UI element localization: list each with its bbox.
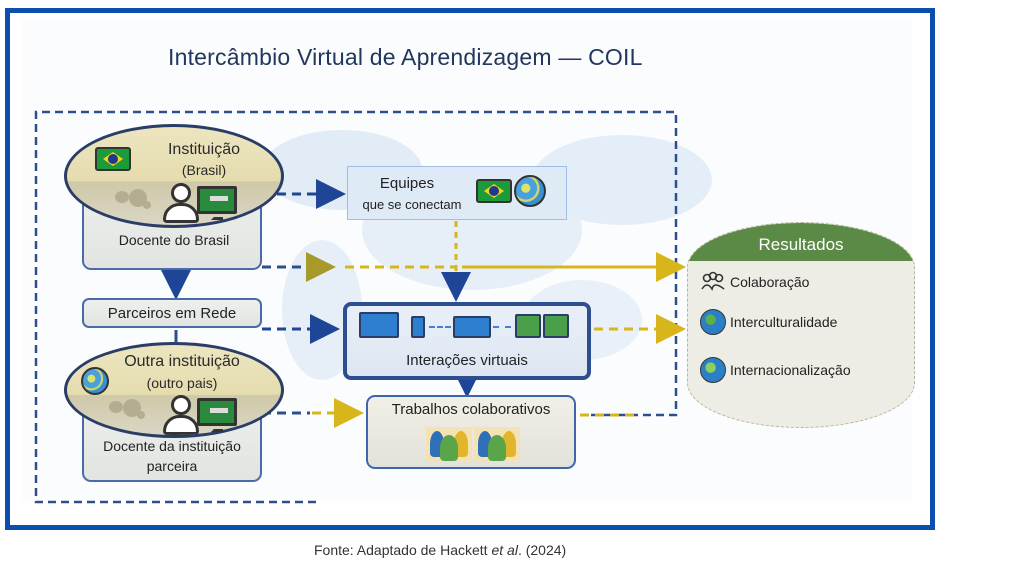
globe-icon: [81, 367, 109, 395]
figure-caption: Fonte: Adaptado de Hackett et al. (2024): [314, 542, 566, 558]
chat-window-icon: [543, 314, 569, 338]
tablet-icon: [411, 316, 425, 338]
chat-window-icon: [515, 314, 541, 338]
instituicao-title: Instituição: [167, 141, 241, 158]
monitor-icon: [197, 186, 237, 220]
trabalhos-label: Trabalhos colaborativos: [391, 401, 551, 418]
resultado-interculturalidade: Interculturalidade: [730, 314, 838, 330]
outra-instituicao-ellipse: Outra instituição (outro pais): [64, 342, 284, 438]
instituicao-brasil-ellipse: Instituição (Brasil): [64, 124, 284, 228]
equipes-box: Equipes que se conectam: [347, 166, 567, 220]
parceiros-em-rede-box: Parceiros em Rede: [82, 298, 262, 328]
parceiros-label: Parceiros em Rede: [107, 305, 237, 322]
trabalhos-colaborativos-box: Trabalhos colaborativos: [366, 395, 576, 469]
teacher-person-icon: [161, 395, 201, 435]
docente-brasil-label: Docente do Brasil: [118, 232, 230, 248]
people-group-icon: [700, 269, 726, 295]
equipes-line1: Equipes: [379, 175, 435, 192]
caption-suffix: . (2024): [517, 542, 567, 558]
caption-italic: et al: [491, 542, 518, 558]
connection-dashes: [493, 326, 511, 328]
instituicao-subtitle: (Brasil): [181, 162, 227, 178]
resultado-internacionalizacao: Internacionalização: [730, 362, 851, 378]
interacoes-virtuais-box: Interações virtuais: [343, 302, 591, 380]
globe-chat-icon: [700, 309, 726, 335]
docente-parceira-label-2: parceira: [146, 458, 198, 474]
laptop-icon: [359, 312, 399, 338]
interacoes-label: Interações virtuais: [406, 352, 528, 369]
resultado-item: Colaboração: [700, 269, 809, 295]
outer-dashed-boundary: [34, 110, 678, 504]
globe-icon: [514, 175, 546, 207]
globe-icon: [700, 357, 726, 383]
resultados-panel: Resultados Colaboração Interculturalidad…: [687, 222, 915, 428]
connection-dashes: [429, 326, 451, 328]
teacher-person-icon: [161, 183, 201, 223]
resultado-item: Interculturalidade: [700, 309, 837, 335]
docente-parceira-label-1: Docente da instituição: [103, 438, 241, 454]
brazil-flag-icon: [95, 147, 131, 171]
monitor-icon: [197, 398, 237, 432]
team-group-icon: [474, 427, 520, 461]
team-group-icon: [426, 427, 472, 461]
caption-prefix: Fonte: Adaptado de Hackett: [314, 542, 492, 558]
outra-instituicao-title: Outra instituição: [124, 353, 240, 370]
equipes-line2: que se conectam: [362, 197, 462, 212]
resultado-colaboracao: Colaboração: [730, 274, 810, 290]
laptop-icon: [453, 316, 491, 338]
resultado-item: Internacionalização: [700, 357, 851, 383]
resultados-header: Resultados: [688, 223, 914, 261]
brazil-flag-icon: [476, 179, 512, 203]
outra-instituicao-subtitle: (outro pais): [146, 375, 218, 391]
diagram-title: Intercâmbio Virtual de Aprendizagem — CO…: [168, 44, 643, 70]
